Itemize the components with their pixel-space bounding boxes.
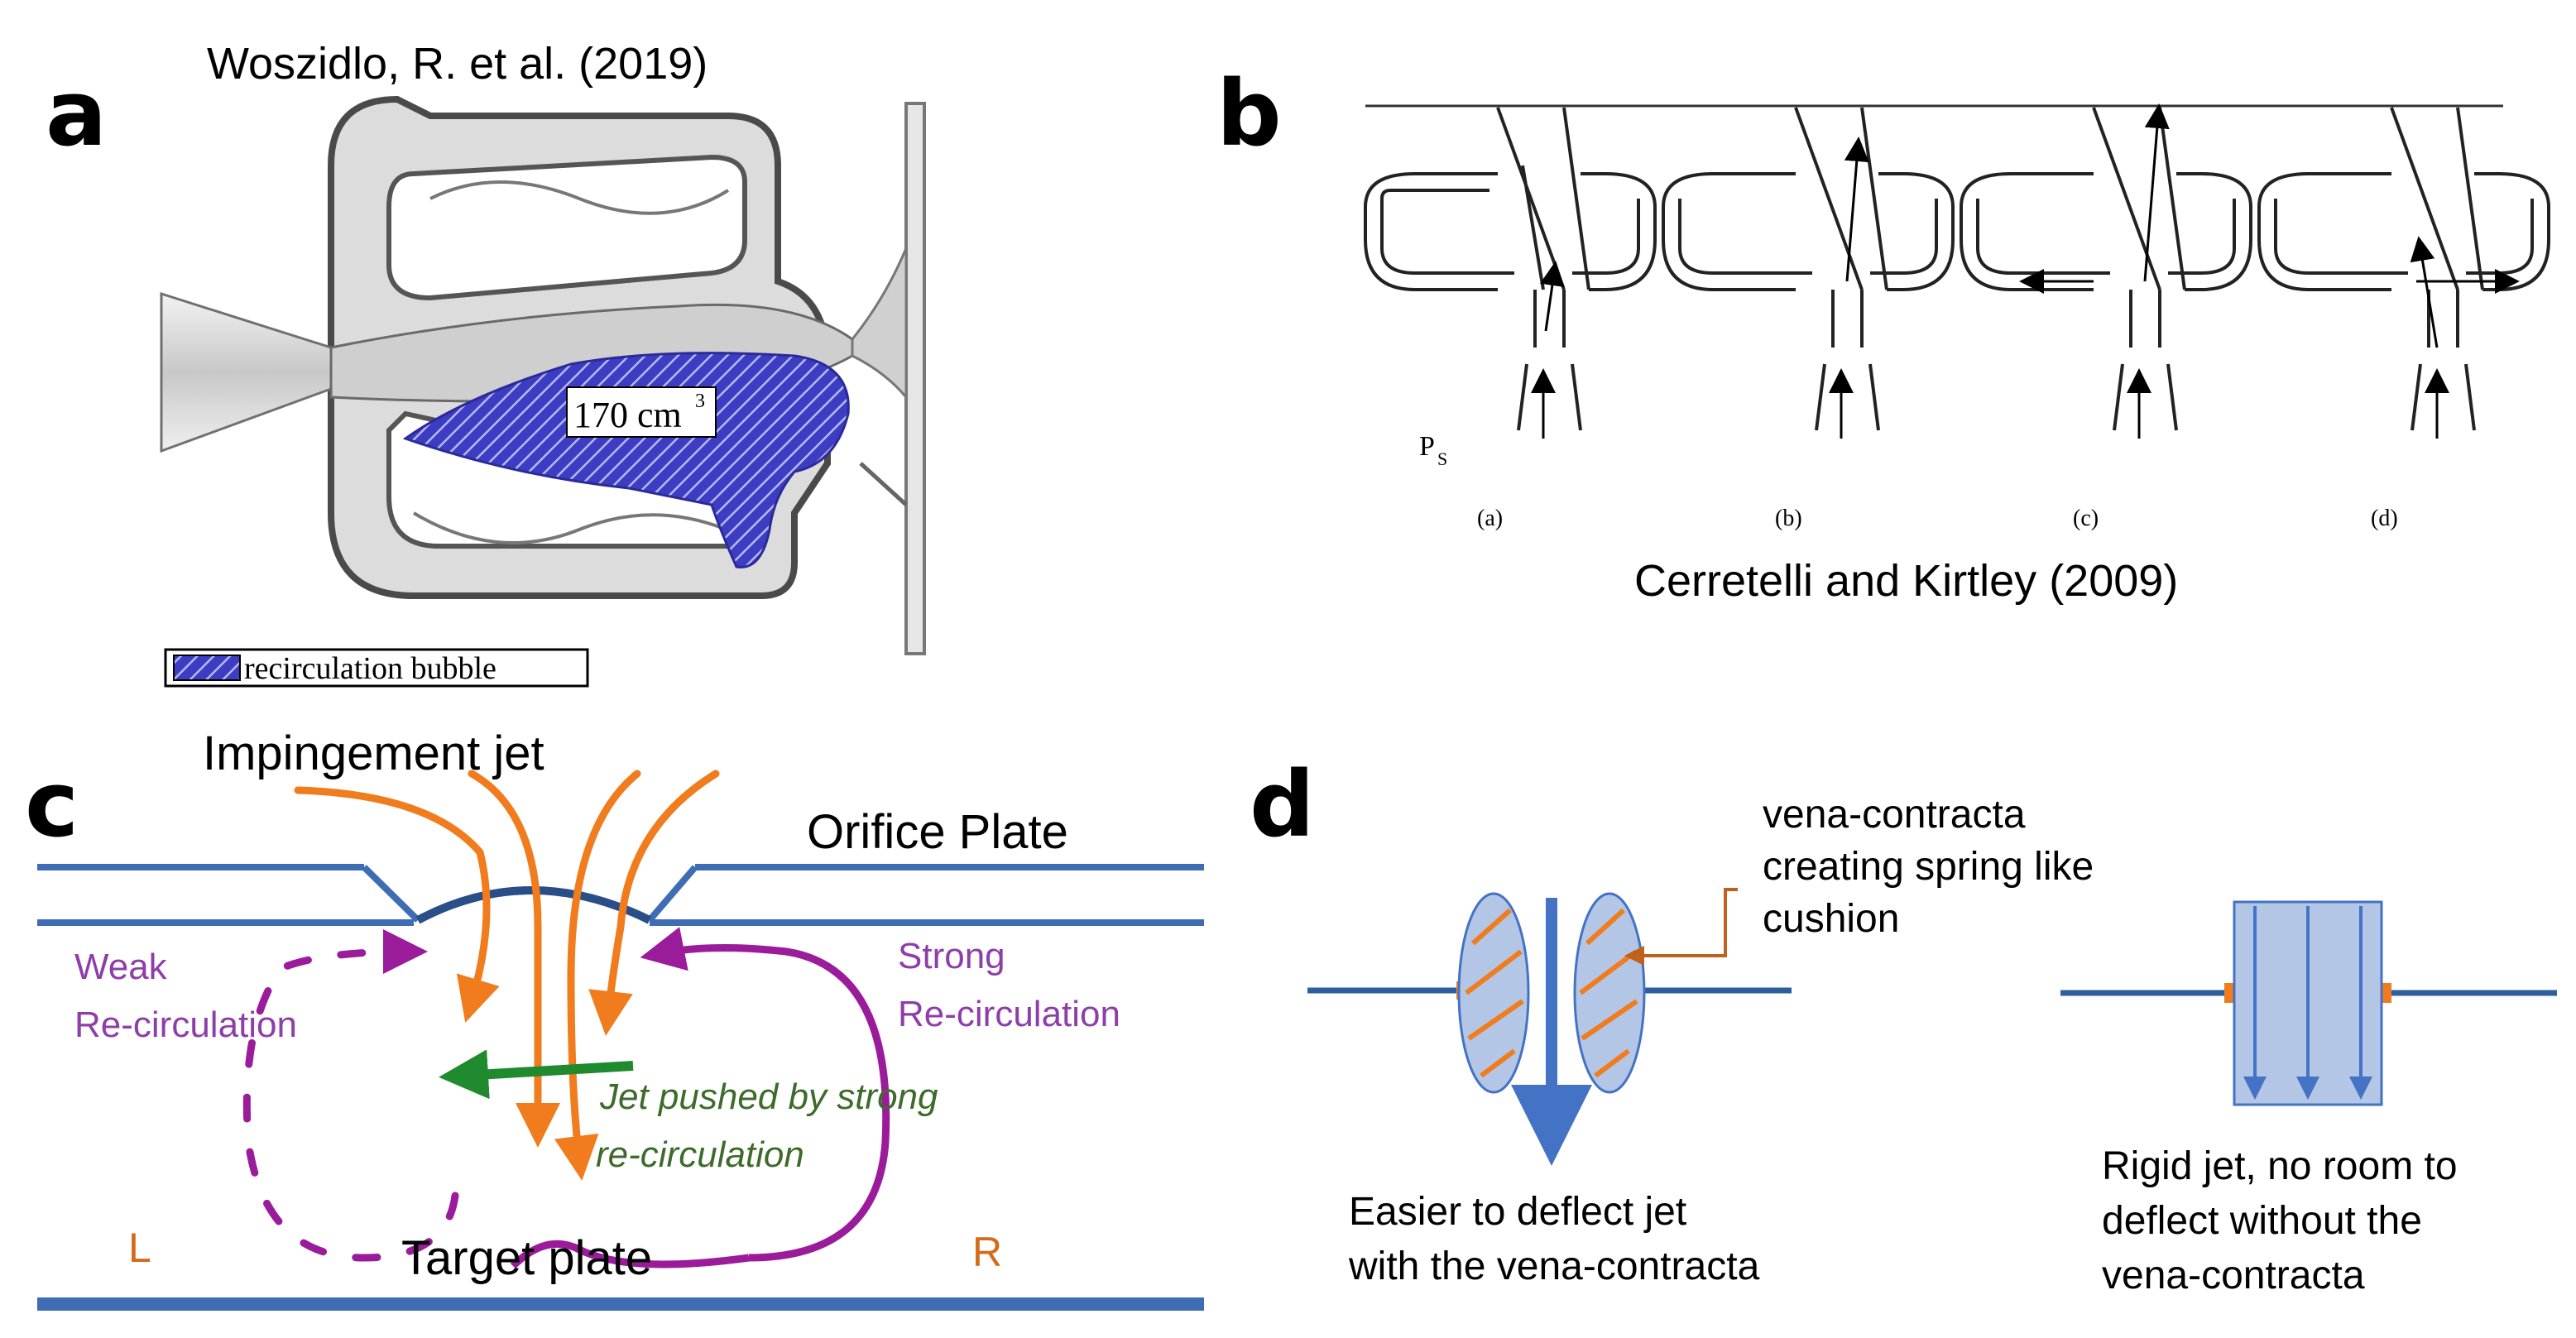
- left-side-label: L: [128, 1225, 151, 1271]
- panel-b-citation: Cerretelli and Kirtley (2009): [1634, 556, 2178, 606]
- pressure-subscript: S: [1437, 448, 1447, 469]
- subfigure-label-a: (a): [1477, 506, 1503, 531]
- vortex-streaks-upper: [429, 180, 730, 215]
- vena-contracta-diagram: [1307, 888, 1792, 1166]
- legend-label: recirculation bubble: [244, 651, 496, 686]
- panel-a-letter: a: [46, 60, 107, 166]
- strong-recirculation-loop: [640, 927, 890, 1262]
- outlet-jet: [851, 247, 908, 401]
- vena-contracta-label-3: cushion: [1763, 897, 1899, 941]
- volume-exponent: 3: [695, 391, 705, 412]
- outlet-lip: [859, 462, 908, 506]
- right-vena-contracta-lobe: [1573, 892, 1646, 1094]
- legend-swatch: [173, 655, 241, 681]
- subfigure-label-d: (d): [2371, 506, 2398, 531]
- panel-d: d vena-contracta creating spring like cu…: [1250, 751, 2557, 1297]
- panel-b: b: [1216, 60, 2550, 606]
- oscillator-schematic-a: [1364, 107, 1657, 439]
- orifice-plate-label: Orifice Plate: [807, 805, 1068, 859]
- right-caption-1: Rigid jet, no room to: [2102, 1144, 2458, 1188]
- push-label-2: re-circulation: [596, 1134, 804, 1175]
- oscillator-cfd-image: 170 cm 3: [160, 95, 926, 655]
- orifice-plate: [37, 864, 1204, 926]
- panel-c: c Impingement jet Orifice Plate: [25, 727, 1204, 1311]
- push-label-1: Jet pushed by strong: [599, 1077, 938, 1117]
- volume-label: 170 cm: [573, 395, 682, 435]
- vena-contracta-label-1: vena-contracta: [1763, 793, 2026, 837]
- panel-a: a Woszidlo, R. et al. (2019) 170 cm: [46, 39, 926, 688]
- volume-label-box: [566, 386, 717, 438]
- left-caption-2: with the vena-contracta: [1348, 1244, 1760, 1288]
- oscillator-schematic-c: [1960, 103, 2252, 439]
- impingement-jet-title: Impingement jet: [203, 727, 544, 780]
- vena-contracta-curve: [415, 886, 652, 924]
- panel-c-letter: c: [25, 751, 79, 857]
- subfigure-label-b: (b): [1775, 506, 1802, 531]
- panel-a-citation: Woszidlo, R. et al. (2019): [207, 39, 708, 89]
- right-caption-3: vena-contracta: [2102, 1254, 2365, 1297]
- target-plate-label: Target plate: [401, 1231, 652, 1285]
- jet-push-arrow: [439, 1049, 634, 1100]
- pressure-label: P: [1419, 431, 1435, 462]
- subfigure-label-c: (c): [2073, 506, 2099, 531]
- outlet-wall: [904, 102, 926, 655]
- right-side-label: R: [972, 1229, 1002, 1275]
- weak-recirculation-label-2: Re-circulation: [74, 1005, 297, 1045]
- oscillator-schematic-d: [2257, 107, 2550, 439]
- left-caption-1: Easier to deflect jet: [1349, 1190, 1686, 1234]
- recirculation-bubble: [402, 352, 850, 568]
- jet-streamlines: [294, 770, 720, 1181]
- vortex-streaks-lower: [412, 511, 746, 544]
- inlet-nozzle: [160, 291, 333, 453]
- panel-b-letter: b: [1216, 60, 1282, 166]
- weak-recirculation-label-1: Weak: [74, 947, 168, 987]
- oscillator-schematic-b: [1662, 107, 1955, 439]
- strong-recirculation-label-1: Strong: [898, 936, 1005, 976]
- vena-contracta-leader: [1624, 888, 1738, 966]
- right-caption-2: deflect without the: [2102, 1199, 2422, 1243]
- vena-contracta-label-2: creating spring like: [1763, 845, 2094, 889]
- rigid-jet-diagram: [2060, 900, 2557, 1106]
- upper-feedback-cavity: [386, 154, 747, 301]
- strong-recirculation-base: [510, 1240, 750, 1269]
- weak-recirculation-loop: [242, 929, 459, 1262]
- strong-recirculation-label-2: Re-circulation: [898, 994, 1120, 1034]
- target-plate: [37, 1297, 1204, 1311]
- panel-d-letter: d: [1250, 751, 1315, 857]
